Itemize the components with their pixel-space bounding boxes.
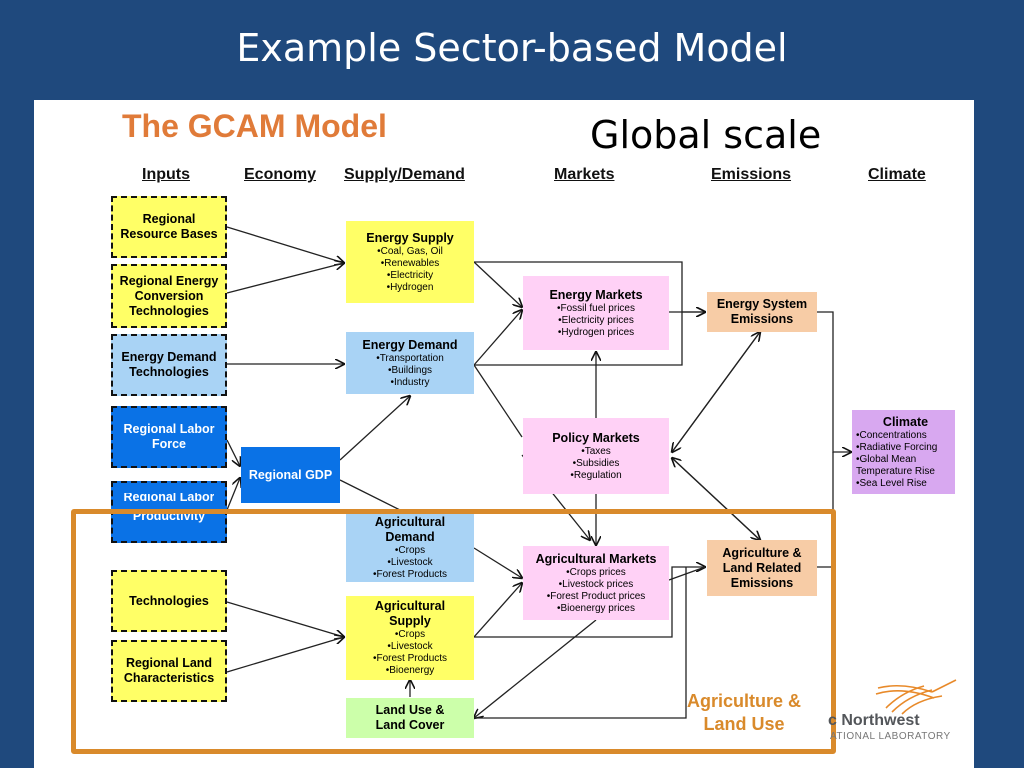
agricultural-supply-item: •Crops	[394, 629, 426, 640]
climate-item: •Concentrations	[856, 429, 927, 441]
agricultural-markets-title: Agricultural Markets	[535, 551, 657, 566]
policy-markets-box: Policy Markets •Taxes •Subsidies •Regula…	[523, 418, 669, 494]
energy-supply-item: •Electricity	[386, 269, 434, 281]
agricultural-supply-item: •Livestock	[387, 641, 433, 652]
regional-gdp-box: Regional GDP	[241, 447, 340, 503]
agricultural-demand-item: •Livestock	[387, 557, 433, 568]
land-use-title: Land Use & Land Cover	[375, 703, 445, 732]
regional-land-characteristics-label: Regional Land Characteristics	[123, 656, 215, 685]
regional-resource-bases-box: Regional Resource Bases	[111, 196, 227, 258]
policy-markets-item: •Taxes	[581, 445, 611, 457]
energy-supply-item: •Coal, Gas, Oil	[377, 245, 443, 257]
policy-markets-item: •Subsidies	[572, 457, 620, 469]
regional-labor-force-label: Regional Labor Force	[123, 422, 215, 451]
energy-supply-item: •Renewables	[380, 257, 440, 269]
column-header-economy: Economy	[244, 166, 317, 183]
climate-item: •Global Mean	[856, 453, 917, 465]
energy-supply-item: •Hydrogen	[386, 281, 434, 293]
column-header-markets: Markets	[554, 166, 615, 183]
agriculture-land-use-label: Agriculture & Land Use	[686, 691, 801, 734]
agricultural-markets-item: •Crops prices	[566, 566, 626, 578]
column-header-supply-demand: Supply/Demand	[344, 166, 465, 183]
agricultural-supply-item: •Forest Products	[372, 653, 448, 664]
energy-demand-item: •Industry	[390, 376, 430, 388]
lab-name: c Northwest	[828, 712, 920, 729]
energy-markets-box: Energy Markets •Fossil fuel prices •Elec…	[523, 276, 669, 350]
energy-demand-title: Energy Demand	[362, 337, 458, 352]
energy-demand-item: •Transportation	[376, 352, 444, 364]
regional-energy-conversion-box: Regional Energy Conversion Technologies	[111, 264, 227, 328]
regional-labor-force-box: Regional Labor Force	[111, 406, 227, 468]
energy-demand-item: •Buildings	[387, 364, 433, 376]
climate-item: Temperature Rise	[856, 465, 935, 477]
policy-markets-item: •Regulation	[570, 469, 622, 481]
energy-system-emissions-title: Energy System Emissions	[716, 297, 808, 326]
agricultural-supply-title: Agricultural Supply	[374, 599, 446, 628]
column-header-emissions: Emissions	[711, 166, 792, 183]
energy-demand-technologies-label: Energy Demand Technologies	[121, 350, 217, 379]
agricultural-markets-item: •Bioenergy prices	[557, 602, 635, 614]
energy-system-emissions-box: Energy System Emissions	[707, 292, 817, 332]
climate-box: Climate •Concentrations •Radiative Forci…	[852, 410, 955, 494]
technologies-label: Technologies	[129, 593, 209, 608]
climate-item: •Radiative Forcing	[856, 441, 938, 453]
energy-markets-item: •Electricity prices	[558, 314, 634, 326]
agriculture-land-use-highlight-frame	[71, 509, 836, 754]
energy-supply-box: Energy Supply •Coal, Gas, Oil •Renewable…	[346, 221, 474, 303]
climate-item: •Sea Level Rise	[856, 477, 927, 489]
policy-markets-title: Policy Markets	[552, 430, 640, 445]
energy-supply-title: Energy Supply	[366, 230, 454, 245]
regional-labor-productivity-top-label: Regional Labor	[123, 493, 215, 501]
regional-land-characteristics-box: Regional Land Characteristics	[111, 640, 227, 702]
energy-demand-technologies-box: Energy Demand Technologies	[111, 334, 227, 396]
agricultural-demand-item: •Crops	[394, 545, 426, 556]
energy-markets-title: Energy Markets	[549, 287, 643, 302]
agricultural-markets-item: •Livestock prices	[558, 578, 634, 590]
agricultural-demand-title: Agricultural Demand	[374, 515, 446, 544]
agricultural-supply-item: •Bioenergy	[385, 665, 435, 676]
regional-energy-conversion-label: Regional Energy Conversion Technologies	[119, 273, 219, 318]
agricultural-demand-item: •Forest Products	[372, 569, 448, 580]
energy-markets-item: •Hydrogen prices	[557, 326, 635, 338]
land-use-box: Land Use & Land Cover	[346, 698, 474, 738]
scale-label: Global scale	[590, 113, 822, 157]
energy-demand-box: Energy Demand •Transportation •Buildings…	[346, 332, 474, 394]
climate-title: Climate	[882, 414, 929, 429]
agricultural-supply-box: Agricultural Supply •Crops •Livestock •F…	[346, 596, 474, 680]
slide-title: Example Sector-based Model	[236, 26, 788, 70]
regional-resource-bases-label: Regional Resource Bases	[120, 212, 218, 241]
pnnl-logo-icon	[875, 679, 957, 715]
lab-subtitle: ATIONAL LABORATORY	[830, 731, 951, 742]
technologies-box: Technologies	[111, 570, 227, 632]
diagram-title: The GCAM Model	[122, 108, 387, 144]
column-header-inputs: Inputs	[142, 166, 190, 183]
agricultural-demand-box: Agricultural Demand •Crops •Livestock •F…	[346, 514, 474, 582]
column-header-climate: Climate	[868, 166, 926, 183]
agricultural-markets-box: Agricultural Markets •Crops prices •Live…	[523, 546, 669, 620]
agricultural-markets-item: •Forest Product prices	[546, 590, 646, 602]
energy-markets-item: •Fossil fuel prices	[557, 302, 635, 314]
agriculture-land-emissions-box: Agriculture & Land Related Emissions	[707, 540, 817, 596]
agriculture-land-emissions-title: Agriculture & Land Related Emissions	[722, 545, 802, 590]
regional-gdp-label: Regional GDP	[248, 467, 333, 482]
